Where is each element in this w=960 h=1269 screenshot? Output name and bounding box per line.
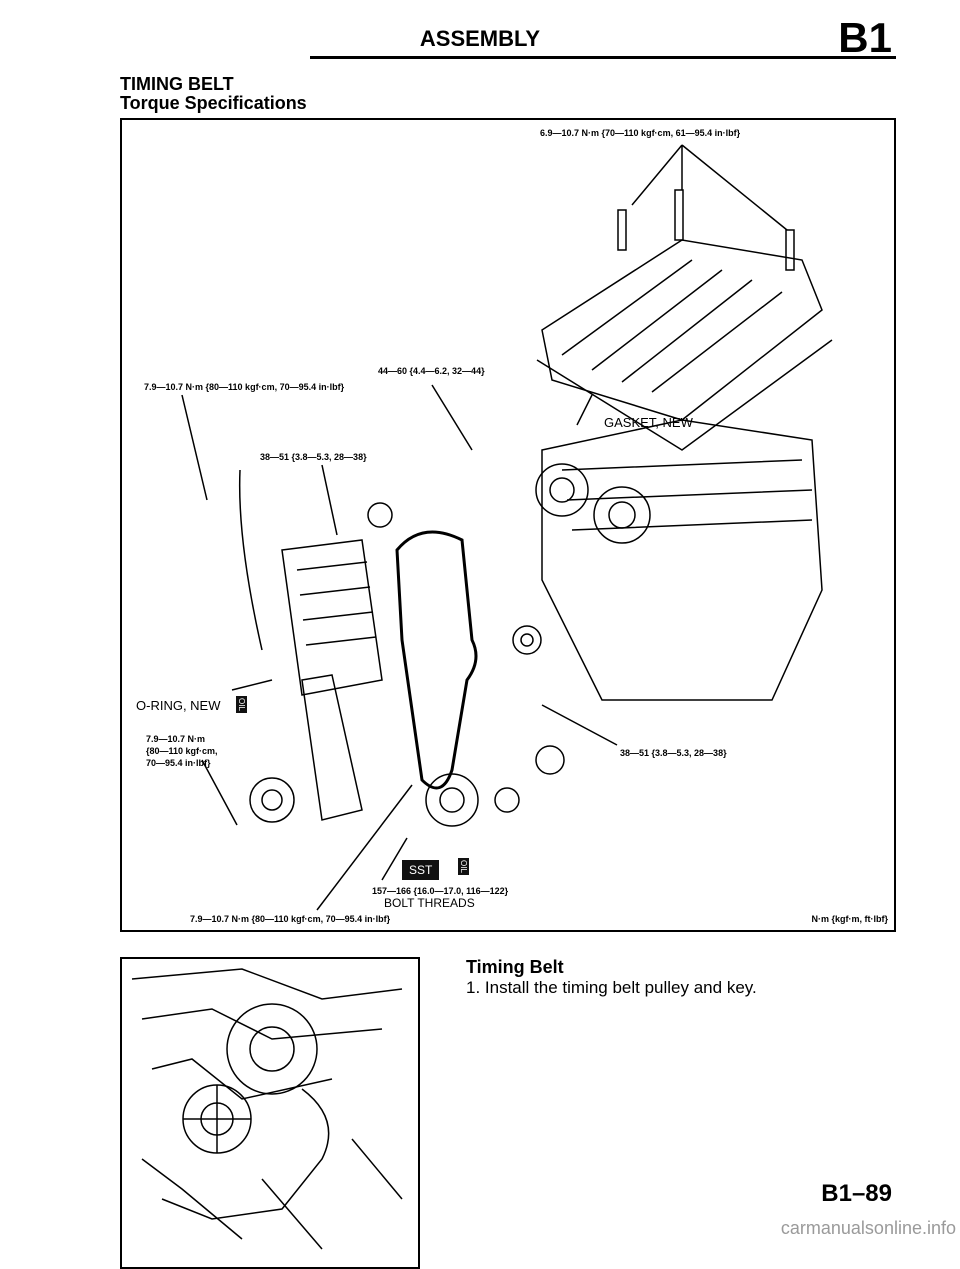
sst-badge: SST xyxy=(402,860,440,880)
step-instruction: 1. Install the timing belt pulley and ke… xyxy=(466,978,757,997)
gasket-label: GASKET, NEW xyxy=(604,415,693,430)
step-heading: Timing Belt xyxy=(466,957,564,977)
pulley-install-photo xyxy=(120,957,420,1269)
oil-icon: OIL xyxy=(236,696,247,713)
torque-label-idler: 38—51 {3.8—5.3, 28—38} xyxy=(260,452,367,462)
torque-label-engine-mount: 44—60 {4.4—6.2, 32—44} xyxy=(378,366,485,376)
exploded-view-drawing xyxy=(181,144,833,911)
section-subtitle: Torque Specifications xyxy=(120,93,307,113)
header-rule xyxy=(310,56,896,59)
units-legend: N·m {kgf·m, ft·lbf} xyxy=(811,914,889,924)
torque-label-pulley-bolts: 7.9—10.7 N·m {80—110 kgf·cm, 70—95.4 in·… xyxy=(190,914,391,924)
torque-label-crank-bolt: 157—166 {16.0—17.0, 116—122} xyxy=(372,886,509,896)
torque-label-dipstick-bolt: 7.9—10.7 N·m {80—110 kgf·cm, 70—95.4 in·… xyxy=(144,382,345,392)
torque-label-lower-cover-1: 7.9—10.7 N·m xyxy=(146,734,206,744)
section-code: B1 xyxy=(838,14,892,61)
torque-label-cover-bolts: 6.9—10.7 N·m {70—110 kgf·cm, 61—95.4 in·… xyxy=(540,128,741,138)
watermark: carmanualsonline.info xyxy=(780,1218,956,1238)
torque-spec-diagram: 6.9—10.7 N·m {70—110 kgf·cm, 61—95.4 in·… xyxy=(120,118,896,932)
bolt-threads-label: BOLT THREADS xyxy=(384,896,475,910)
torque-label-lower-cover-3: 70—95.4 in·lbf} xyxy=(146,758,211,768)
oil-icon-2: OIL xyxy=(458,858,469,875)
section-title: TIMING BELT xyxy=(120,74,234,94)
torque-label-tensioner: 38—51 {3.8—5.3, 28—38} xyxy=(620,748,727,758)
pulley-illustration xyxy=(131,968,403,1250)
page-number: B1–89 xyxy=(821,1180,892,1207)
oring-label: O-RING, NEW xyxy=(136,698,221,713)
torque-label-lower-cover-2: {80—110 kgf·cm, xyxy=(146,746,218,756)
page-header-title: ASSEMBLY xyxy=(419,26,541,51)
